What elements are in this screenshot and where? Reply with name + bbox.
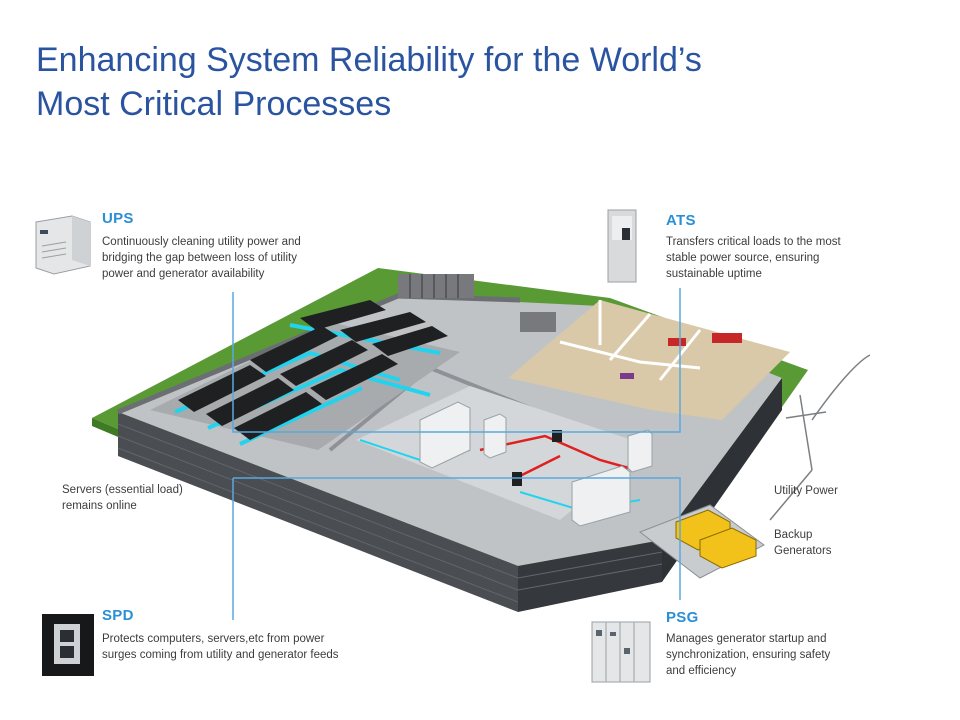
ats-heading: ATS [666, 212, 696, 229]
backup-generators-label: Backup Generators [774, 527, 832, 559]
servers-label: Servers (essential load) remains online [62, 482, 183, 514]
psg-line-2: synchronization, ensuring safety [666, 649, 831, 661]
ups-heading: UPS [102, 210, 134, 227]
backup-generators-line-1: Backup [774, 529, 813, 541]
utility-power-label: Utility Power [774, 485, 838, 497]
ats-line-1: Transfers critical loads to the most [666, 236, 841, 248]
ats-line-3: sustainable uptime [666, 268, 762, 280]
spd-line-1: Protects computers, servers,etc from pow… [102, 633, 325, 645]
ups-line-1: Continuously cleaning utility power and [102, 236, 301, 248]
ats-line-2: stable power source, ensuring [666, 252, 820, 264]
power-lines [479, 434, 637, 478]
ups-cabinets [419, 401, 653, 527]
psg-switchgear-icon [591, 621, 651, 683]
callout-lines [232, 288, 681, 620]
psg-description: Manages generator startup and synchroniz… [666, 631, 830, 679]
spd-description: Protects computers, servers,etc from pow… [102, 631, 339, 663]
spd-heading: SPD [102, 607, 134, 624]
servers-label-line-2: remains online [62, 500, 137, 512]
ups-line-2: bridging the gap between loss of utility [102, 252, 297, 264]
ats-description: Transfers critical loads to the most sta… [666, 234, 841, 282]
title-line-1: Enhancing System Reliability for the Wor… [36, 41, 702, 79]
ups-description: Continuously cleaning utility power and … [102, 234, 301, 282]
backup-generators-line-2: Generators [774, 545, 832, 557]
page-title: Enhancing System Reliability for the Wor… [36, 38, 926, 126]
backup-generators [675, 509, 757, 569]
ups-line-3: power and generator availability [102, 268, 265, 280]
ats-switch-icon [607, 209, 637, 283]
spd-device-icon [42, 614, 94, 676]
server-racks [178, 300, 448, 440]
ups-unit-icon [35, 215, 91, 275]
psg-line-1: Manages generator startup and [666, 633, 827, 645]
office-zone [508, 300, 790, 420]
psg-heading: PSG [666, 609, 699, 626]
psg-line-3: and efficiency [666, 665, 737, 677]
spd-line-2: surges coming from utility and generator… [102, 649, 339, 661]
title-line-2: Most Critical Processes [36, 85, 392, 123]
utility-pole [769, 354, 871, 521]
servers-label-line-1: Servers (essential load) [62, 484, 183, 496]
